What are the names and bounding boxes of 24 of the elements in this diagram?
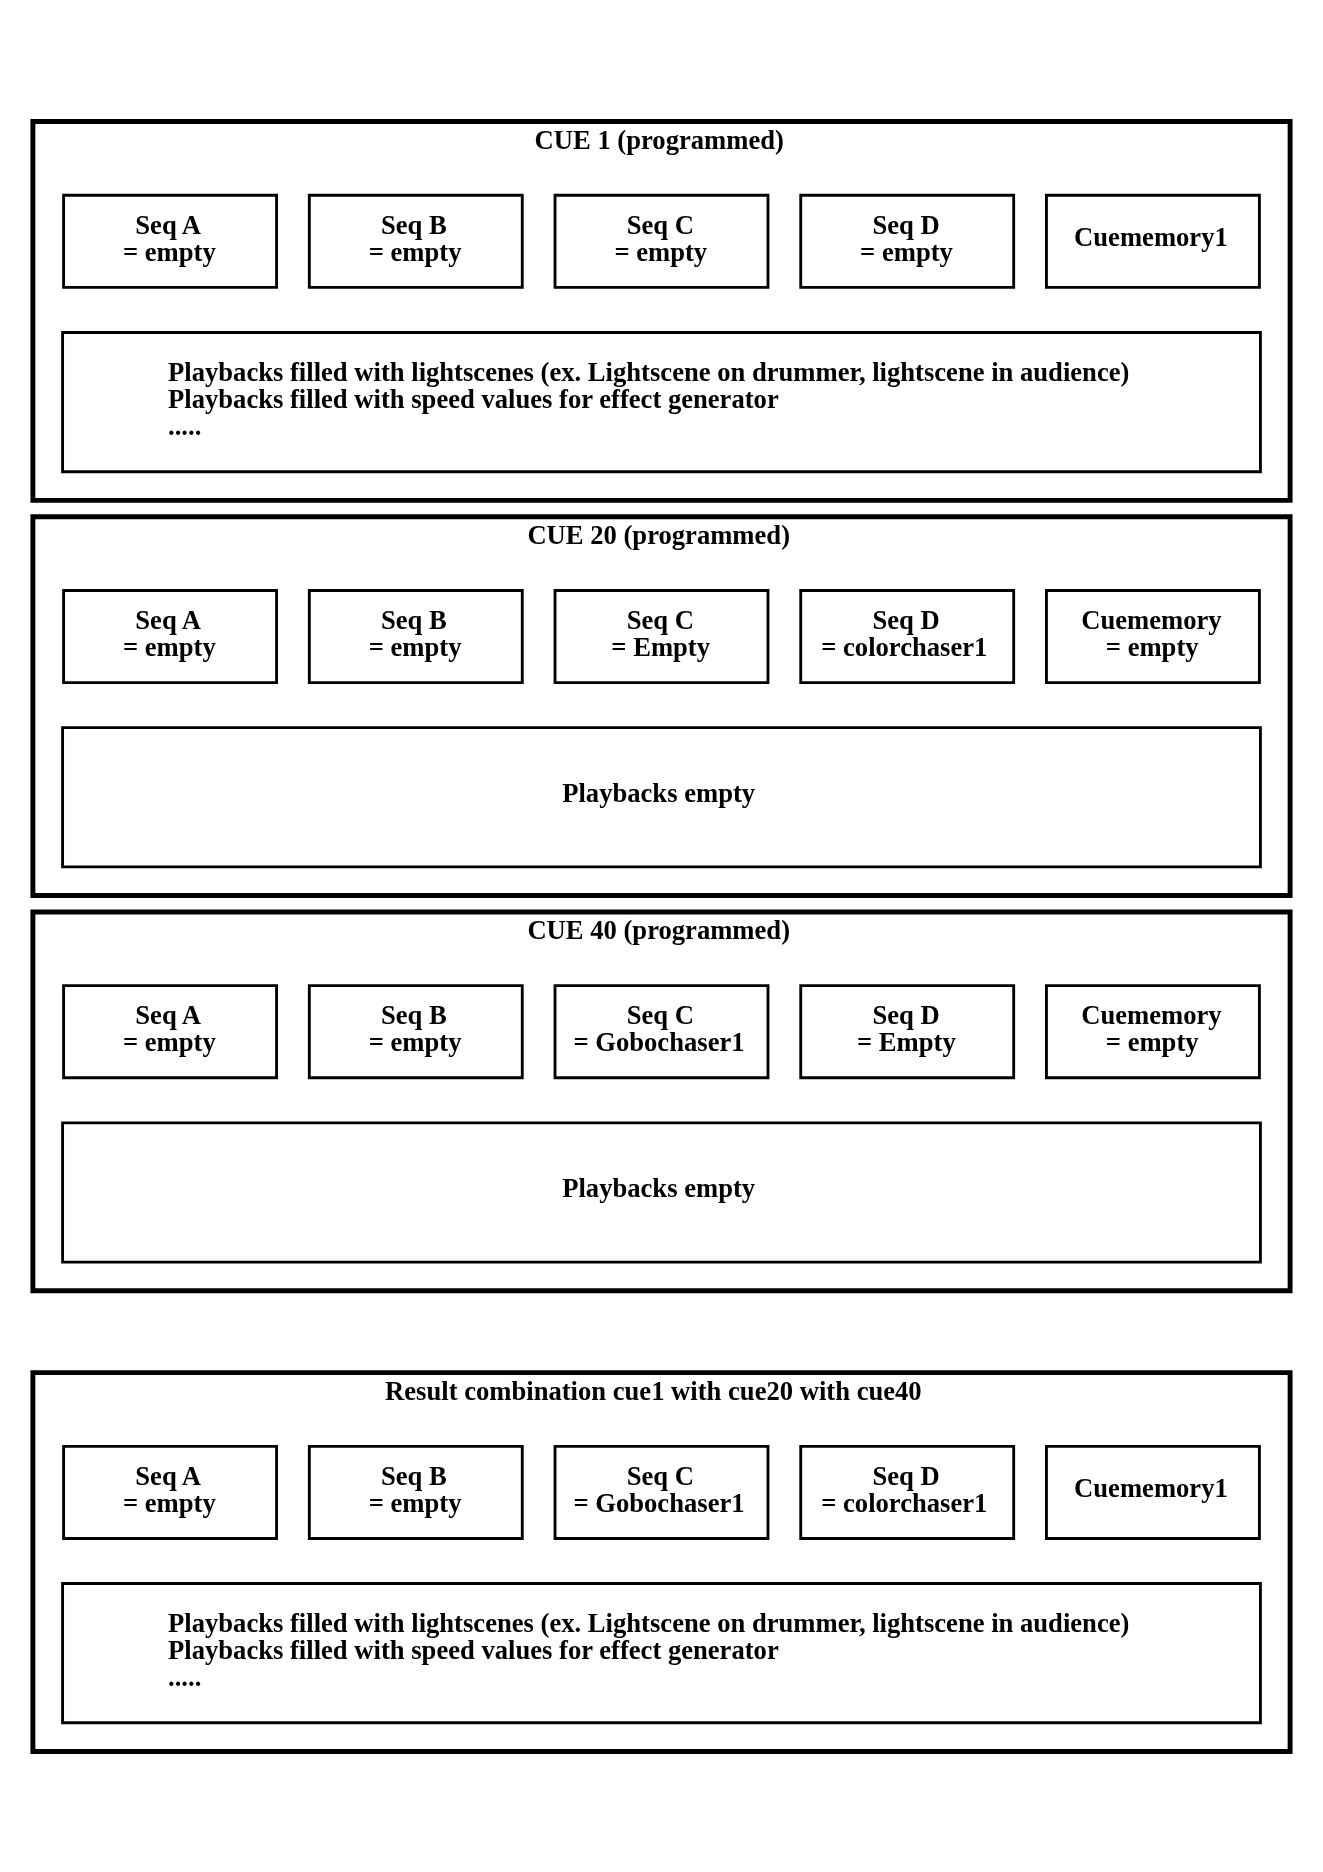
node-box: Seq C = empty bbox=[553, 193, 770, 289]
node-box: Seq C = Empty bbox=[553, 588, 770, 684]
node-box: Playbacks empty bbox=[61, 725, 1262, 868]
node-box: Seq D = empty bbox=[799, 193, 1016, 289]
node-box: Playbacks filled with lightscenes (ex. Lightscene on drummer, lightscene in audience) Playbacks filled with speed values for effect generator ..... bbox=[61, 330, 1262, 473]
node-box: Seq B = empty bbox=[307, 588, 524, 684]
node-box: Seq C = Gobochaser1 bbox=[553, 983, 770, 1079]
node-box: Seq C = Gobochaser1 bbox=[553, 1444, 770, 1540]
node-box: Seq A = empty bbox=[62, 588, 278, 684]
node-box: Playbacks empty bbox=[61, 1120, 1262, 1263]
node-box: Seq D = colorchaser1 bbox=[799, 1444, 1016, 1540]
node-box: Seq A = empty bbox=[62, 1444, 278, 1540]
node-box: Cuememory1 bbox=[1045, 1444, 1261, 1540]
node-box: Seq B = empty bbox=[307, 983, 524, 1079]
node-box: Seq D = Empty bbox=[799, 983, 1016, 1079]
node-box: Seq B = empty bbox=[307, 1444, 524, 1540]
node-box: Seq D = colorchaser1 bbox=[799, 588, 1016, 684]
node-box: Seq A = empty bbox=[62, 193, 278, 289]
node-box: Cuememory1 bbox=[1045, 193, 1261, 289]
node-box: Seq A = empty bbox=[62, 983, 278, 1079]
node-box: Cuememory = empty bbox=[1045, 983, 1261, 1079]
node-box: Cuememory = empty bbox=[1045, 588, 1261, 684]
node-box: Playbacks filled with lightscenes (ex. Lightscene on drummer, lightscene in audience) Playbacks filled with speed values for effect generator ..... bbox=[61, 1581, 1262, 1724]
node-box: Seq B = empty bbox=[307, 193, 524, 289]
